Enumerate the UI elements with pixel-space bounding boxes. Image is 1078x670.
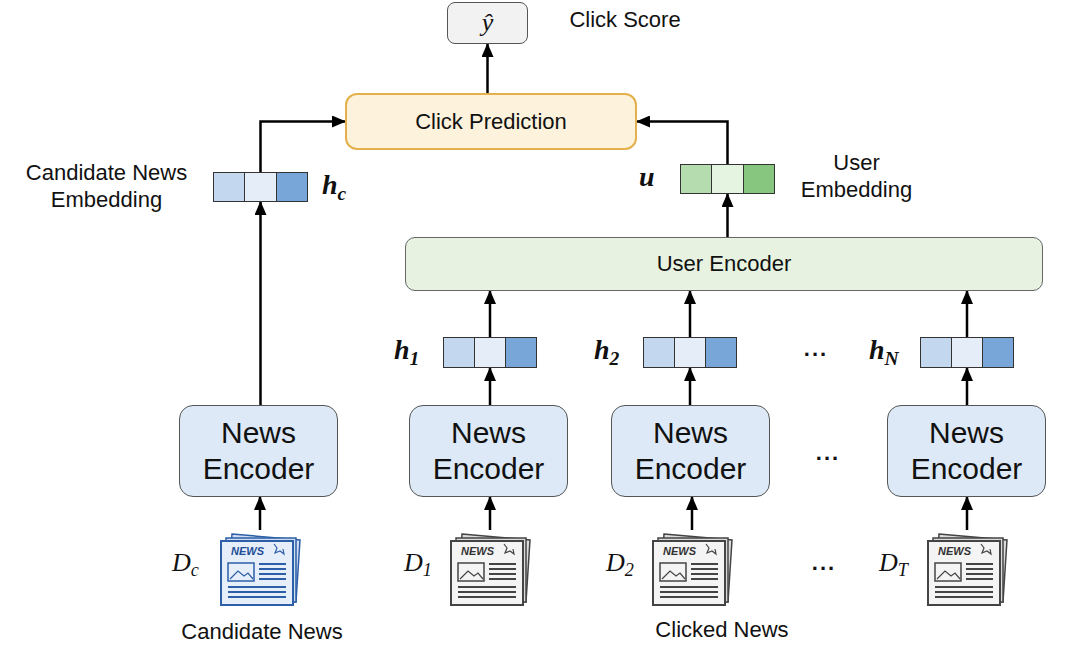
news-icon: NEWSDT — [925, 530, 1009, 610]
news-icon: NEWSDc — [218, 530, 302, 610]
node-label: ŷ — [482, 8, 494, 38]
node-caption: h2 — [594, 334, 619, 366]
news-icon: NEWSD2 — [650, 530, 734, 610]
arrow-connector — [261, 122, 346, 173]
node-label: User Encoder — [657, 251, 792, 277]
node-label: News Encoder — [420, 415, 557, 487]
subscript: 2 — [625, 560, 634, 580]
arrow-connector — [691, 497, 694, 530]
arrow-connector — [486, 44, 489, 93]
vector-cell — [644, 338, 674, 367]
subscript: 2 — [610, 348, 620, 369]
arrow-connector — [966, 497, 969, 530]
newspaper-illustration — [650, 530, 734, 610]
node-label: News Encoder — [622, 415, 759, 487]
arrow-connector — [489, 368, 492, 405]
vector-cell — [951, 338, 982, 367]
node-caption: Click Score — [550, 7, 700, 33]
newspaper-illustration — [218, 530, 302, 610]
vector-cell — [214, 173, 244, 201]
news-icon: NEWSD1 — [448, 530, 532, 610]
arrow-connector — [637, 122, 728, 165]
subscript: 1 — [410, 348, 420, 369]
vector-cell — [743, 165, 774, 193]
subscript: c — [191, 560, 199, 580]
arrow-connector — [689, 291, 692, 337]
vector-cell — [982, 338, 1013, 367]
arrow-connector — [726, 194, 729, 237]
embedding-vector: hcCandidate News Embedding — [213, 172, 308, 202]
arrow-connector — [689, 368, 692, 405]
arrow-connector — [966, 291, 969, 337]
ellipsis: ... — [804, 550, 844, 576]
vector-cell — [681, 165, 711, 193]
group-label: Clicked News — [620, 617, 824, 643]
encoder-box: News Encoder — [179, 405, 338, 497]
node-label: News Encoder — [898, 415, 1035, 487]
embedding-vector: hN — [920, 337, 1014, 368]
encoder-box: User Encoder — [405, 237, 1043, 291]
node-caption: User Embedding — [789, 149, 924, 203]
node-caption: hc — [322, 169, 346, 201]
news-header: NEWS — [229, 545, 266, 557]
ellipsis: ... — [796, 336, 836, 362]
arrow-connector — [259, 497, 262, 530]
vector-cell — [276, 173, 307, 201]
news-header: NEWS — [459, 545, 496, 557]
node-label: News Encoder — [190, 415, 327, 487]
node-caption: h1 — [394, 334, 419, 366]
subscript: N — [885, 348, 899, 369]
score-box: ŷClick Score — [447, 2, 528, 44]
news-header: NEWS — [661, 545, 698, 557]
node-caption: hN — [869, 334, 899, 366]
news-header: NEWS — [936, 545, 973, 557]
vector-cell — [711, 165, 742, 193]
node-caption: Candidate News Embedding — [9, 159, 204, 213]
arrow-connector — [489, 497, 492, 530]
vector-cell — [505, 338, 536, 367]
embedding-vector: h2 — [643, 337, 737, 368]
encoder-box: News Encoder — [409, 405, 568, 497]
embedding-vector: h1 — [443, 337, 537, 368]
newspaper-illustration — [448, 530, 532, 610]
node-caption: Dc — [172, 548, 199, 578]
process-box: Click Prediction — [345, 93, 637, 150]
vector-cell — [474, 338, 505, 367]
node-caption: D2 — [606, 548, 634, 578]
embedding-vector: uUser Embedding — [680, 164, 775, 194]
subscript: c — [338, 183, 347, 204]
ellipsis: ... — [808, 440, 848, 466]
vector-cell — [921, 338, 951, 367]
encoder-box: News Encoder — [611, 405, 770, 497]
arrow-connector — [259, 202, 262, 405]
node-caption: D1 — [404, 548, 432, 578]
group-label: Candidate News — [160, 619, 364, 645]
vector-cell — [444, 338, 474, 367]
node-caption: DT — [879, 548, 908, 578]
arrow-connector — [966, 368, 969, 405]
arrow-connector — [489, 291, 492, 337]
subscript: 1 — [423, 560, 432, 580]
node-label: Click Prediction — [415, 109, 567, 135]
node-caption: u — [639, 161, 655, 193]
newspaper-illustration — [925, 530, 1009, 610]
vector-cell — [244, 173, 275, 201]
subscript: T — [898, 560, 908, 580]
vector-cell — [705, 338, 736, 367]
encoder-box: News Encoder — [887, 405, 1046, 497]
vector-cell — [674, 338, 705, 367]
